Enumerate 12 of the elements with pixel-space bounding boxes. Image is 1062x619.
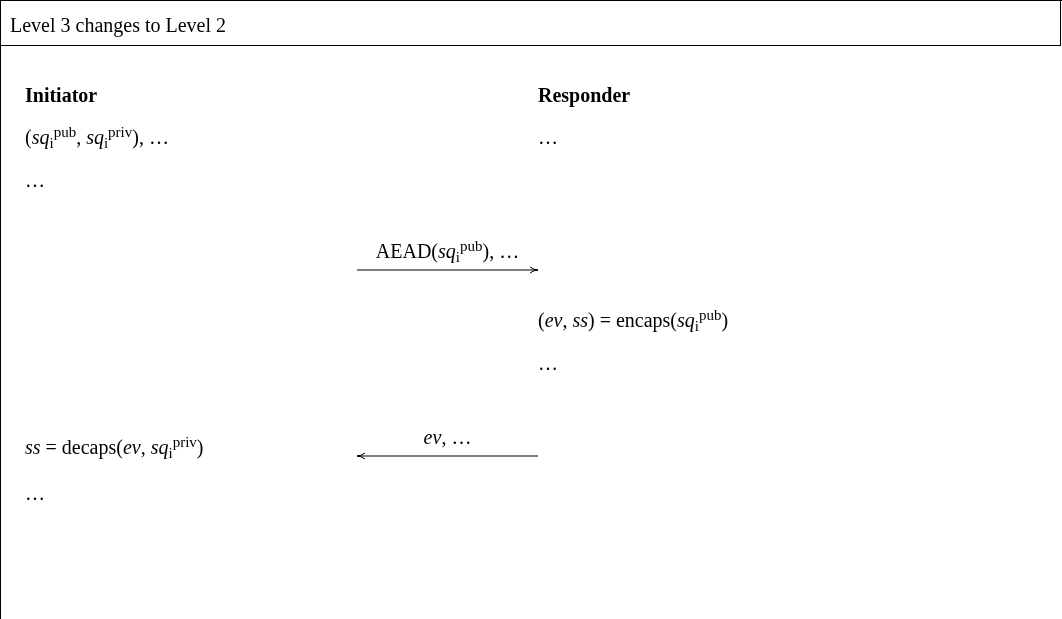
protocol-step: … [25,169,45,191]
protocol-step: (ev, ss) = encaps(sq$_{i}$$^{pub}$) [538,309,729,331]
edge-label: ev, … [423,426,472,448]
protocol-step: … [538,352,558,374]
protocol-step: ss = decaps(ev, sq$_{i}$$^{priv}$) [25,436,204,458]
party-heading: Responder [538,84,631,106]
protocol-step: … [538,126,558,148]
title: Level 3 changes to Level 2 [10,13,227,39]
party-heading: Initiator [25,84,98,106]
protocol-step: (sq$_{i}$$^{pub}$, sq$_{i}$$^{priv}$), … [25,126,169,148]
protocol-step: … [25,482,45,504]
edge-label: AEAD(sq$_{i}$$^{pub}$), … [375,240,520,262]
